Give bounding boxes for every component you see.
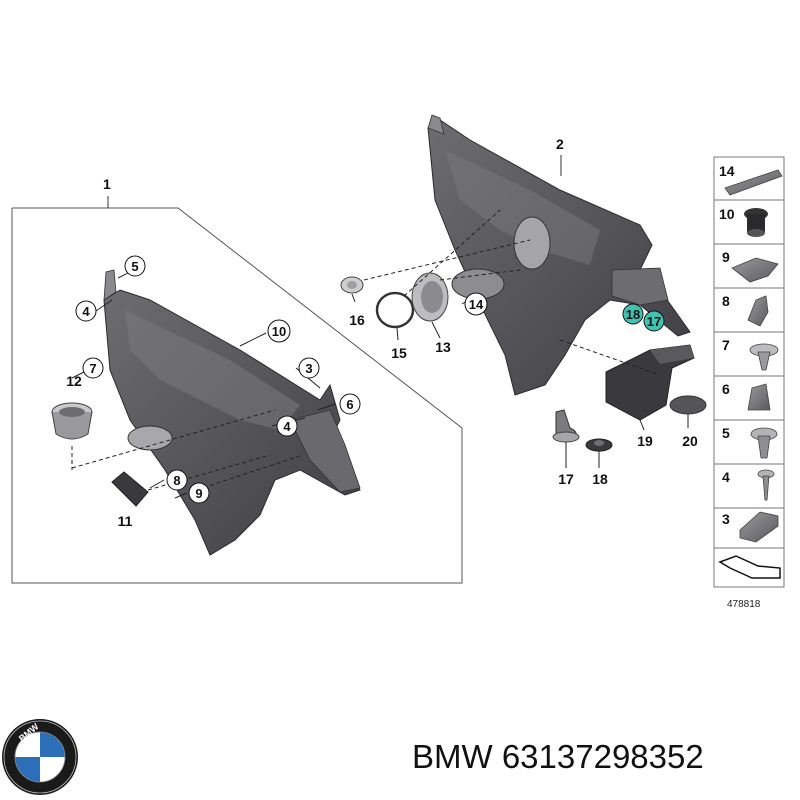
legend-part-3	[739, 511, 779, 543]
legend-part-4	[757, 469, 775, 501]
legend-part-8	[747, 295, 769, 327]
part-18-clip	[585, 438, 613, 452]
part-number-value: 63137298352	[501, 738, 704, 775]
group-label-1: 1	[103, 176, 111, 192]
legend-part-9	[731, 257, 779, 283]
label-17: 17	[558, 471, 574, 487]
svg-text:6: 6	[346, 397, 353, 412]
legend-num-14: 14	[719, 163, 735, 179]
group-2-leaders	[351, 209, 689, 468]
legend-num-5: 5	[722, 425, 730, 441]
legend-arrow-icon	[718, 555, 781, 579]
label-18: 18	[592, 471, 608, 487]
callout-10: 10	[267, 319, 291, 343]
label-15: 15	[391, 345, 407, 361]
svg-text:4: 4	[82, 304, 90, 319]
left-trim-panel	[103, 269, 361, 556]
callout-18-highlight: 18	[622, 303, 644, 325]
part-11-cover	[111, 471, 149, 507]
label-16: 16	[349, 312, 365, 328]
svg-text:9: 9	[195, 486, 202, 501]
part-15-ring	[375, 291, 415, 329]
legend-num-8: 8	[722, 293, 730, 309]
bmw-logo: BMW	[2, 719, 78, 795]
legend-num-7: 7	[722, 337, 730, 353]
legend-num-9: 9	[722, 249, 730, 265]
right-trim-panel	[427, 114, 691, 396]
legend-part-7	[749, 343, 779, 371]
svg-text:10: 10	[272, 324, 286, 339]
callout-7: 7	[82, 357, 104, 379]
legend-part-6	[747, 383, 771, 411]
brand-name: BMW	[412, 738, 493, 775]
part-17-holder	[552, 409, 580, 443]
callout-17-highlight: 17	[643, 310, 665, 332]
label-12: 12	[66, 373, 82, 389]
svg-text:18: 18	[626, 307, 640, 322]
callout-4-lower: 4	[276, 415, 298, 437]
part-16-plug	[340, 276, 364, 294]
group-1-frame	[11, 196, 463, 584]
svg-text:7: 7	[89, 361, 96, 376]
svg-text:4: 4	[283, 419, 291, 434]
legend-part-14	[724, 169, 783, 196]
parts-legend: 14 10 9 8 7 6 5 4 3	[713, 156, 785, 588]
label-11: 11	[118, 513, 133, 529]
reference-number: 478818	[727, 599, 761, 610]
part-20-pad	[669, 395, 707, 415]
svg-text:5: 5	[131, 259, 138, 274]
part-12-cup	[51, 402, 93, 440]
callout-8: 8	[166, 469, 188, 491]
svg-text:8: 8	[173, 473, 180, 488]
callout-9: 9	[188, 482, 210, 504]
callout-3: 3	[298, 357, 320, 379]
legend-num-10: 10	[719, 206, 735, 222]
svg-text:3: 3	[305, 361, 312, 376]
callout-14: 14	[464, 292, 488, 316]
callout-6: 6	[339, 393, 361, 415]
callout-5: 5	[124, 255, 146, 277]
label-20: 20	[682, 433, 698, 449]
label-19: 19	[637, 433, 653, 449]
legend-part-5	[750, 427, 778, 459]
callout-4: 4	[75, 300, 97, 322]
brand-part-number: BMW 63137298352	[412, 738, 704, 776]
group-label-2: 2	[556, 136, 564, 152]
legend-num-3: 3	[722, 511, 730, 527]
legend-num-6: 6	[722, 381, 730, 397]
svg-text:14: 14	[469, 297, 484, 312]
legend-num-4: 4	[722, 469, 730, 485]
svg-text:17: 17	[647, 314, 661, 329]
label-13: 13	[435, 339, 451, 355]
part-13-collar	[411, 272, 449, 322]
legend-part-10	[744, 208, 768, 237]
